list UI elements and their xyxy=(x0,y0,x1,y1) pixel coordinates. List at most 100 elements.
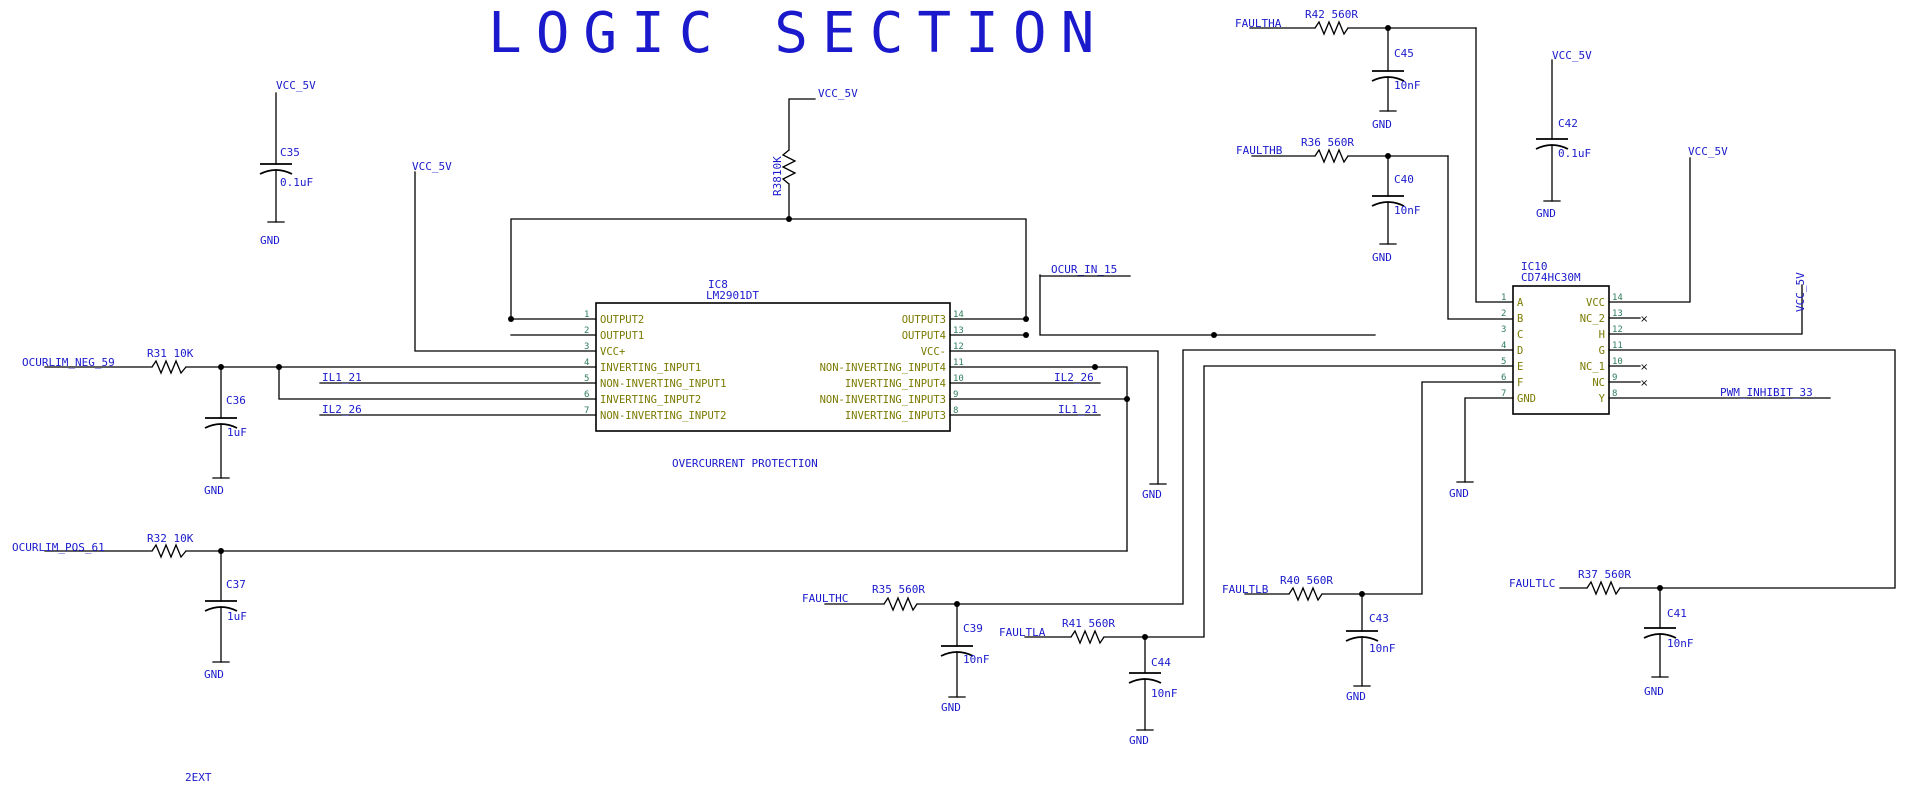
pin-number: 2 xyxy=(584,326,589,336)
capacitor-c42: VCC_5V C42 0.1uF GND xyxy=(1535,49,1592,220)
no-connect-icon: × xyxy=(1640,314,1648,325)
capacitor-c35: VCC_5V C35 0.1uF GND xyxy=(259,79,316,247)
c43-ref: C43 xyxy=(1369,612,1389,625)
pin-name: NC_2 xyxy=(1580,313,1605,325)
ic10-gnd: GND xyxy=(1449,397,1514,500)
no-connect-icon: × xyxy=(1640,378,1648,389)
pin-number: 5 xyxy=(1501,357,1506,367)
vcc-label: VCC_5V xyxy=(818,87,858,100)
gnd-label: GND xyxy=(941,701,961,714)
c39-value: 10nF xyxy=(963,653,990,666)
pin-number: 3 xyxy=(584,342,589,352)
pin-name: D xyxy=(1517,345,1523,357)
pin-number: 7 xyxy=(1501,389,1506,399)
ic8-pin-2: 2 OUTPUT1 xyxy=(584,326,644,342)
net-il1: IL1_21 xyxy=(1058,403,1098,416)
pin-name: NON-INVERTING_INPUT2 xyxy=(600,410,726,422)
net-ocurlim-neg: OCURLIM_NEG_59 xyxy=(22,356,115,369)
pin-number: 8 xyxy=(953,406,958,416)
net-pwm-inhibit: PWM_INHIBIT_33 xyxy=(1720,386,1813,399)
r37-label: R37 560R xyxy=(1578,568,1631,581)
pin-name: G xyxy=(1599,345,1605,357)
net-faultha: FAULTHA xyxy=(1235,17,1282,30)
c40-value: 10nF xyxy=(1394,204,1421,217)
pin-number: 1 xyxy=(584,310,589,320)
c42-ref: C42 xyxy=(1558,117,1578,130)
pin-name: NC xyxy=(1592,377,1605,389)
c36-ref: C36 xyxy=(226,394,246,407)
pin-number: 8 xyxy=(1612,389,1617,399)
pin-name: NON-INVERTING_INPUT4 xyxy=(820,362,946,374)
pin-number: 12 xyxy=(953,342,964,352)
faulthc-filter: FAULTHC R35 560R C39 10nF GND xyxy=(802,349,1514,714)
faultla-filter: FAULTLA R41 560R C44 10nF GND xyxy=(999,365,1514,747)
vcc-label: VCC_5V xyxy=(276,79,316,92)
pin-name: A xyxy=(1517,297,1524,309)
pin-name: VCC- xyxy=(921,346,946,358)
overcurrent-note: OVERCURRENT PROTECTION xyxy=(672,457,818,470)
c42-value: 0.1uF xyxy=(1558,147,1591,160)
r42-label: R42 560R xyxy=(1305,8,1358,21)
ic8-pin-3: 3 VCC+ xyxy=(584,342,625,358)
net-faultlb: FAULTLB xyxy=(1222,583,1269,596)
net-il2: IL2_26 xyxy=(322,403,362,416)
ic10-pin-13: 13 NC_2 xyxy=(1580,309,1623,325)
c44-ref: C44 xyxy=(1151,656,1171,669)
ic8-vcc-supply: VCC_5V xyxy=(412,160,597,352)
vcc-label: VCC_5V xyxy=(1688,145,1728,158)
r38-ref: R3810K xyxy=(771,156,784,196)
c35-value: 0.1uF xyxy=(280,176,313,189)
c45-ref: C45 xyxy=(1394,47,1414,60)
ic10-part: CD74HC30M xyxy=(1521,271,1581,284)
sheet-title: LOGIC SECTION xyxy=(488,1,1108,66)
c41-value: 10nF xyxy=(1667,637,1694,650)
ic8-vcc-minus-gnd: GND xyxy=(949,350,1167,501)
c40-ref: C40 xyxy=(1394,173,1414,186)
r35-label: R35 560R xyxy=(872,583,925,596)
pin-number: 14 xyxy=(953,310,964,320)
ocurlim-pos-network: OCURLIM_POS_61 R32 10K C37 1uF GND xyxy=(12,398,1128,681)
r36-label: R36 560R xyxy=(1301,136,1354,149)
gnd-label: GND xyxy=(1536,207,1556,220)
faultlb-filter: FAULTLB R40 560R C43 10nF GND xyxy=(1222,381,1514,703)
pin-name: INVERTING_INPUT4 xyxy=(845,378,946,390)
pin-name: VCC+ xyxy=(600,346,625,358)
pin-name: OUTPUT1 xyxy=(600,330,644,342)
gnd-label: GND xyxy=(1346,690,1366,703)
resistor-r38: VCC_5V R3810K xyxy=(771,87,858,220)
pwm-inhibit-net: PWM_INHIBIT_33 xyxy=(1608,386,1831,399)
net-faultlc: FAULTLC xyxy=(1509,577,1555,590)
pin-name: NC_1 xyxy=(1580,361,1605,373)
ic10-pin-12: 12H xyxy=(1599,325,1623,341)
ic8-right-pins: 14OUTPUT313OUTPUT412VCC-11NON-INVERTING_… xyxy=(820,310,964,422)
pin-number: 13 xyxy=(1612,309,1623,319)
gnd-label: GND xyxy=(260,234,280,247)
net-il2: IL2_26 xyxy=(1054,371,1094,384)
gnd-label: GND xyxy=(204,484,224,497)
pin-number: 6 xyxy=(1501,373,1506,383)
c37-value: 1uF xyxy=(227,610,247,623)
ic10-pin-8: 8Y xyxy=(1599,389,1618,405)
c44-value: 10nF xyxy=(1151,687,1178,700)
faulthb-filter: FAULTHB R36 560R C40 10nF GND xyxy=(1236,136,1514,320)
output-wire-or xyxy=(508,216,1029,338)
pin-name: C xyxy=(1517,329,1523,341)
pin-name: VCC xyxy=(1586,297,1605,309)
ic8-ref: IC8 xyxy=(708,278,728,291)
no-connect-icon: × xyxy=(1640,362,1648,373)
